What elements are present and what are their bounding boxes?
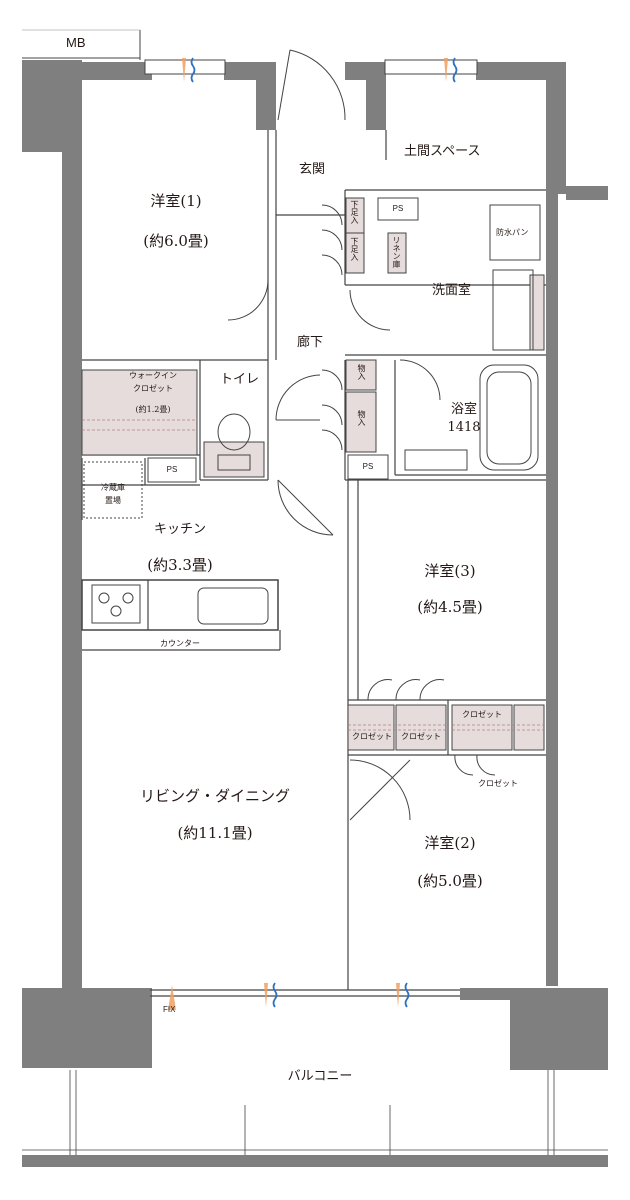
washroom-label: 洗面室: [432, 283, 472, 298]
kitchen-name: キッチン: [153, 522, 207, 537]
storage-label-1: 物入: [357, 364, 366, 380]
closet-label-4: クロゼット: [478, 779, 518, 788]
hallway-label: 廊下: [296, 335, 324, 350]
shoe-box-label-1: 下足入: [350, 200, 359, 224]
western1-name: 洋室(1): [150, 192, 202, 210]
kitchen-size: (約3.3畳): [147, 556, 213, 574]
fix-label: FIX: [163, 1005, 176, 1014]
living-name: リビング・ダイニング: [139, 787, 291, 805]
western3-name: 洋室(3): [424, 562, 476, 580]
shoe-box-label-2: 下足入: [350, 237, 359, 261]
closet-label-2: クロゼット: [401, 732, 441, 741]
bath-name: 浴室: [450, 402, 478, 417]
fridge-line2: 置場: [105, 496, 121, 505]
western2-name: 洋室(2): [424, 834, 476, 852]
fix-vent: [168, 985, 176, 1010]
exterior-walls: [22, 60, 608, 1167]
entrance-label: 玄関: [298, 162, 326, 177]
doors: [227, 49, 496, 821]
western3-size: (約4.5畳): [417, 598, 483, 616]
ps-label-kitchen: PS: [166, 465, 178, 474]
closet-label-1: クロゼット: [352, 732, 392, 741]
fridge-line1: 冷蔵庫: [101, 483, 125, 492]
western2-size: (約5.0畳): [417, 872, 483, 890]
western1-size: (約6.0畳): [143, 232, 209, 250]
mb-area: [22, 29, 141, 60]
linen-label: リネン庫: [392, 236, 401, 268]
balcony-rails: [22, 1070, 608, 1155]
counter-label: カウンター: [160, 639, 200, 648]
wic-line2: クロゼット: [133, 384, 173, 393]
wic-line1: ウォークイン: [129, 371, 177, 380]
storage-dashes: [82, 419, 544, 731]
bath-size: 1418: [447, 420, 481, 435]
balcony-label: バルコニー: [287, 1069, 353, 1084]
waterproof-pan-label: 防水パン: [496, 228, 529, 237]
fixtures: [83, 197, 541, 625]
ps-label-entrance: PS: [392, 204, 404, 213]
wic-size: (約1.2畳): [135, 405, 171, 414]
storage-label-2: 物入: [357, 410, 366, 426]
storage-fills: [81, 197, 545, 751]
closet-label-3: クロゼット: [462, 710, 502, 719]
toilet-label: トイレ: [220, 372, 260, 387]
living-size: (約11.1畳): [177, 824, 253, 842]
mb-label: MB: [66, 35, 86, 50]
ps-label-hall: PS: [362, 462, 374, 471]
doma-label: 土間スペース: [404, 144, 481, 159]
